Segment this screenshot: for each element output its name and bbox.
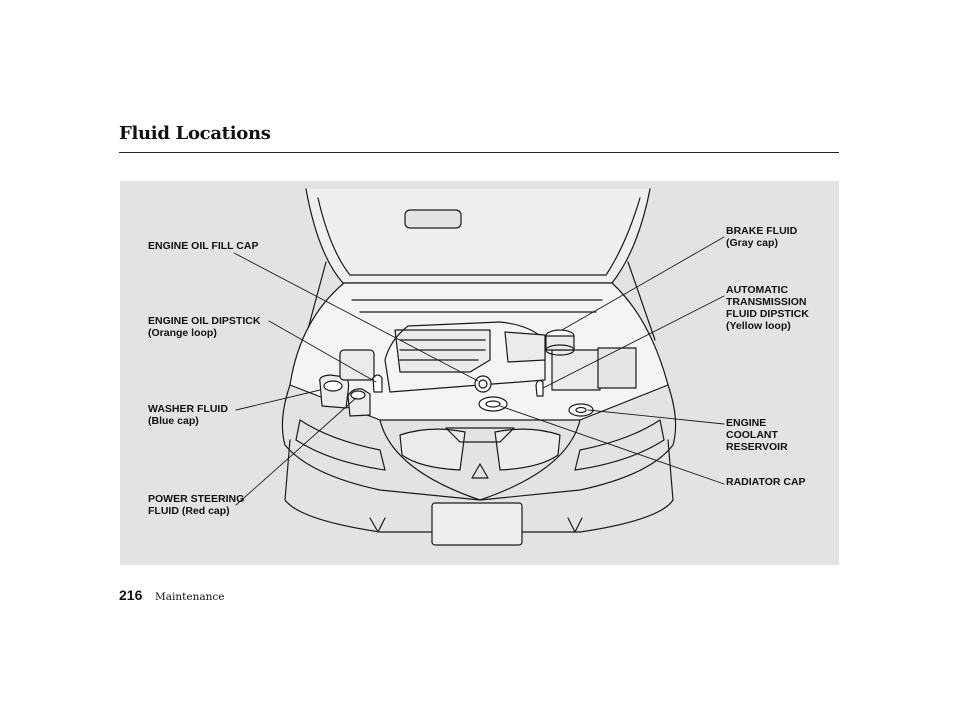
- callout-atf-dipstick: AUTOMATIC TRANSMISSION FLUID DIPSTICK (Y…: [726, 284, 809, 332]
- hood-front-edge: [379, 419, 581, 501]
- engine-cover: [394, 329, 491, 373]
- callout-engine-oil-dipstick: ENGINE OIL DIPSTICK (Orange loop): [148, 315, 260, 339]
- leader-coolant: [587, 409, 725, 425]
- leader-power-steering: [235, 397, 357, 506]
- throttle-body: [504, 331, 546, 363]
- callout-radiator-cap: RADIATOR CAP: [726, 476, 806, 488]
- title-divider: [119, 152, 839, 153]
- callout-sublabel: (Blue cap): [148, 415, 199, 427]
- engine-cover-ribs: [399, 339, 486, 361]
- headlight-right: [574, 419, 665, 471]
- grille-right: [494, 428, 561, 471]
- oil-fill-cap: [474, 375, 492, 393]
- hood-strut-right: [627, 261, 656, 341]
- callout-sublabel: (Orange loop): [148, 327, 217, 339]
- washer-cap: [323, 380, 343, 392]
- callout-sublabel: (Gray cap): [726, 237, 778, 249]
- callout-label: RESERVOIR: [726, 441, 788, 453]
- callout-label: WASHER FLUID: [148, 403, 228, 415]
- callout-sublabel: (Red cap): [181, 505, 230, 517]
- leader-oil-fill-cap: [233, 252, 479, 382]
- engine-bay-illustration: [120, 181, 839, 565]
- headlight-left: [295, 419, 386, 471]
- coolant-reservoir: [568, 403, 594, 417]
- callout-sublabel: (Yellow loop): [726, 320, 791, 332]
- callout-label: COOLANT: [726, 429, 778, 441]
- callout-label: FLUID DIPSTICK: [726, 308, 809, 320]
- oil-dipstick-loop: [372, 374, 383, 393]
- callout-engine-oil-fill-cap: ENGINE OIL FILL CAP: [148, 240, 258, 252]
- hood-inner-line: [317, 197, 641, 276]
- grille-center: [445, 427, 515, 443]
- callout-label: BRAKE FLUID: [726, 225, 798, 237]
- power-steering-cap: [350, 390, 366, 400]
- callout-label: TRANSMISSION: [726, 296, 807, 308]
- fuse-box-lid: [597, 347, 637, 389]
- callout-washer-fluid: WASHER FLUID (Blue cap): [148, 403, 228, 427]
- fuse-box: [551, 349, 601, 391]
- callout-engine-coolant-reservoir: ENGINE COOLANT RESERVOIR: [726, 417, 788, 453]
- radiator-cap: [478, 396, 508, 412]
- callout-brake-fluid: BRAKE FLUID (Gray cap): [726, 225, 797, 249]
- leader-oil-dipstick: [268, 320, 377, 383]
- engine-bay-drawing: [233, 188, 725, 546]
- hood-outline: [305, 188, 651, 284]
- callout-label: FLUID: [148, 505, 179, 517]
- callout-power-steering-fluid: POWER STEERING FLUID (Red cap): [148, 493, 244, 517]
- grille-left: [399, 428, 466, 471]
- page-number: 216: [119, 587, 143, 603]
- license-plate: [431, 502, 523, 546]
- page-title: Fluid Locations: [119, 123, 271, 144]
- atf-dipstick-loop: [535, 379, 544, 397]
- callout-label: POWER STEERING: [148, 493, 245, 505]
- callout-label: ENGINE: [726, 417, 767, 429]
- leader-atf-dipstick: [542, 295, 725, 389]
- section-name: Maintenance: [155, 591, 225, 603]
- callout-label: AUTOMATIC: [726, 284, 789, 296]
- emblem: [471, 463, 489, 479]
- callout-label: ENGINE OIL DIPSTICK: [148, 315, 261, 327]
- callout-label: RADIATOR CAP: [726, 476, 806, 488]
- leader-radiator-cap: [499, 405, 725, 485]
- fog-right: [567, 517, 583, 533]
- air-box: [339, 349, 375, 381]
- hood-badge: [404, 209, 462, 229]
- fog-left: [369, 517, 386, 533]
- callout-label: ENGINE OIL FILL CAP: [148, 240, 259, 252]
- leader-washer-fluid: [235, 389, 321, 411]
- leader-brake-fluid: [561, 236, 725, 331]
